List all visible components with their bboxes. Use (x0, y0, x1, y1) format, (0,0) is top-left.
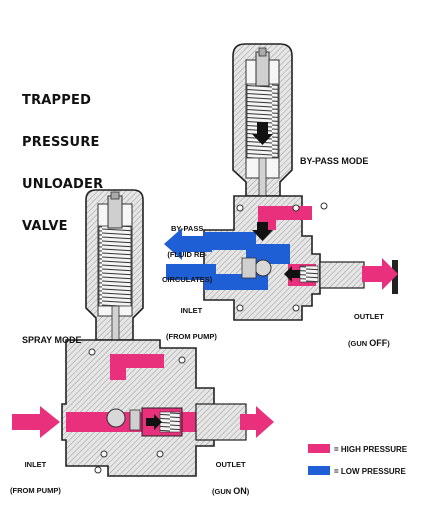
label-line: (GUN OFF) (348, 337, 390, 349)
title-line: PRESSURE (22, 135, 100, 150)
label-line: INLET (24, 460, 47, 469)
label-line: OUTLET (215, 460, 246, 469)
bypass-outlet-label: OUTLET (GUN OFF) (348, 296, 390, 357)
bypass-spring (246, 83, 279, 159)
spray-valve (12, 189, 274, 477)
low-pressure-swatch (308, 466, 330, 475)
bypass-down-arrow-lower (252, 222, 273, 241)
label-line: (FROM PUMP) (166, 331, 217, 341)
label-line: INLET (180, 306, 203, 315)
gun-state: OFF (369, 337, 388, 348)
spray-body (61, 339, 215, 477)
bypass-left-arrow (284, 266, 300, 282)
high-pressure-swatch (308, 444, 330, 453)
title-line: VALVE (22, 219, 68, 234)
spray-mode-label: SPRAY MODE (22, 335, 82, 345)
diagram-title: TRAPPED PRESSURE UNLOADER VALVE (22, 66, 103, 248)
label-line: (GUN ON) (212, 485, 250, 497)
spray-inlet-label: INLET (FROM PUMP) (10, 444, 61, 504)
bypass-mode-label: BY-PASS MODE (300, 156, 369, 166)
high-pressure-legend: = HIGH PRESSURE (334, 445, 408, 454)
spray-inlet-arrow (12, 406, 60, 438)
bypass-down-arrow-upper (252, 122, 273, 145)
label-text: ) (246, 486, 250, 496)
label-line: (FROM PUMP) (10, 485, 61, 495)
bypass-inlet-stream (166, 264, 216, 280)
spray-right-arrow (146, 414, 162, 430)
title-line: UNLOADER (22, 177, 104, 192)
bypass-recirc-label: BY-PASS (FLUID RE- CIRCULATES) (162, 208, 212, 293)
label-text: (GUN (348, 338, 370, 348)
spray-spring (98, 225, 132, 307)
bypass-recirc-arrow (164, 228, 212, 260)
gun-state: ON (233, 485, 247, 496)
bypass-high-pressure-path (258, 206, 312, 230)
spray-outlet-label: OUTLET (GUN ON) (212, 444, 249, 505)
bypass-outlet-arrow (362, 258, 398, 290)
spray-high-pressure-path (110, 354, 164, 380)
bypass-inlet-label: INLET (FROM PUMP) (166, 290, 217, 350)
label-text: (GUN (212, 486, 234, 496)
label-line: OUTLET (353, 312, 384, 321)
label-line: CIRCULATES) (162, 275, 213, 284)
label-line: (FLUID RE- (167, 249, 207, 259)
title-line: TRAPPED (22, 93, 92, 108)
label-text: ) (387, 338, 390, 348)
label-line: BY-PASS (170, 224, 204, 233)
bypass-valve (164, 43, 398, 321)
spray-outlet-arrow (240, 406, 274, 438)
low-pressure-legend: = LOW PRESSURE (334, 467, 406, 476)
